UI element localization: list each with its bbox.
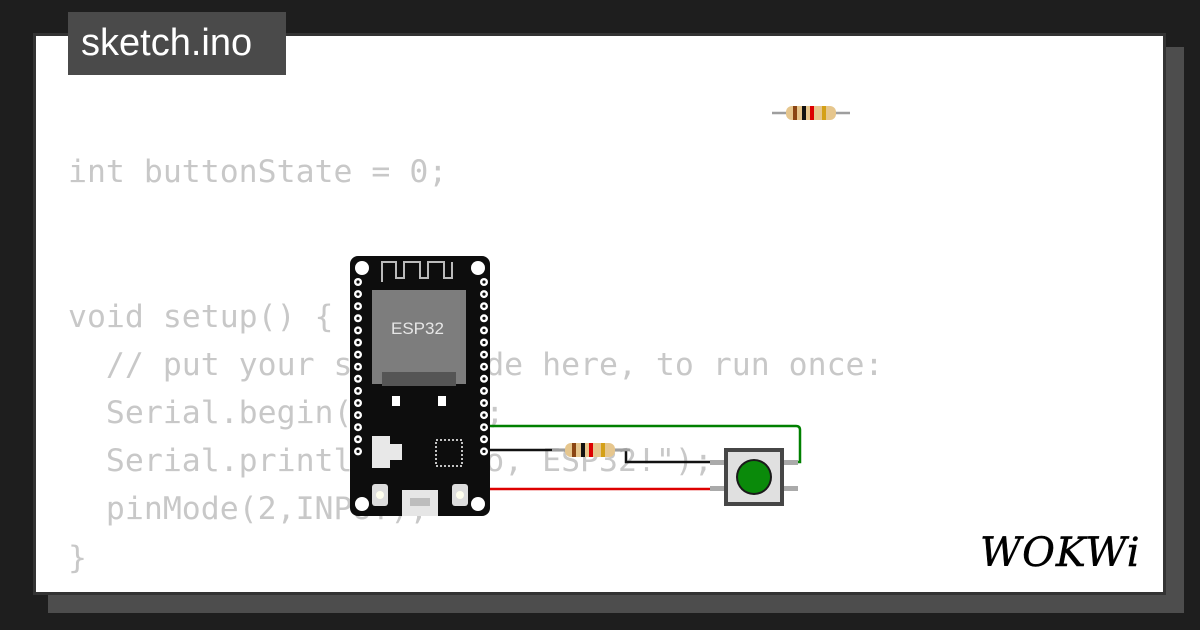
resistor-top[interactable]: [772, 106, 850, 120]
header-pin-hole: [482, 304, 486, 308]
header-pin-hole: [482, 425, 486, 429]
header-pin-hole: [356, 328, 360, 332]
resistor-wired[interactable]: [552, 443, 630, 457]
code-line: }: [68, 539, 87, 576]
header-pin-hole: [356, 437, 360, 441]
chip-label: ESP32: [391, 319, 444, 338]
header-pin-hole: [356, 425, 360, 429]
pushbutton[interactable]: [710, 448, 798, 506]
header-pin-hole: [482, 292, 486, 296]
code-line: void setup() {: [68, 298, 334, 335]
red-wire[interactable]: [482, 462, 718, 491]
wokwi-logo: WOKWi: [980, 530, 1141, 576]
header-pin-hole: [482, 413, 486, 417]
filename-tab[interactable]: sketch.ino: [68, 12, 286, 75]
header-pin-hole: [356, 389, 360, 393]
header-pin-hole: [482, 353, 486, 357]
header-pin-hole: [482, 437, 486, 441]
header-pin-hole: [482, 377, 486, 381]
preview-card: [33, 33, 1166, 595]
header-pin-hole: [356, 304, 360, 308]
esp32-right-pins: [480, 278, 488, 456]
header-pin-hole: [356, 292, 360, 296]
header-pin-hole: [356, 449, 360, 453]
header-pin-hole: [356, 340, 360, 345]
header-pin-hole: [482, 340, 486, 345]
header-pin-hole: [356, 316, 360, 320]
esp32-left-pins: [354, 278, 362, 456]
esp32-board[interactable]: [350, 256, 490, 516]
header-pin-hole: [356, 280, 360, 284]
header-pin-hole: [356, 377, 360, 381]
header-pin-hole: [482, 365, 486, 369]
header-pin-hole: [356, 413, 360, 417]
green-wire[interactable]: [484, 424, 802, 464]
header-pin-hole: [482, 316, 486, 320]
code-line: int buttonState = 0;: [68, 154, 448, 190]
header-pin-hole: [356, 401, 360, 405]
header-pin-hole: [482, 401, 486, 405]
header-pin-hole: [482, 389, 486, 393]
header-pin-hole: [482, 328, 486, 332]
header-pin-hole: [356, 353, 360, 357]
header-pin-hole: [482, 280, 486, 284]
wokwi-logo-text: WOKWi: [980, 530, 1141, 576]
header-pin-hole: [356, 365, 360, 369]
header-pin-hole: [482, 449, 486, 453]
